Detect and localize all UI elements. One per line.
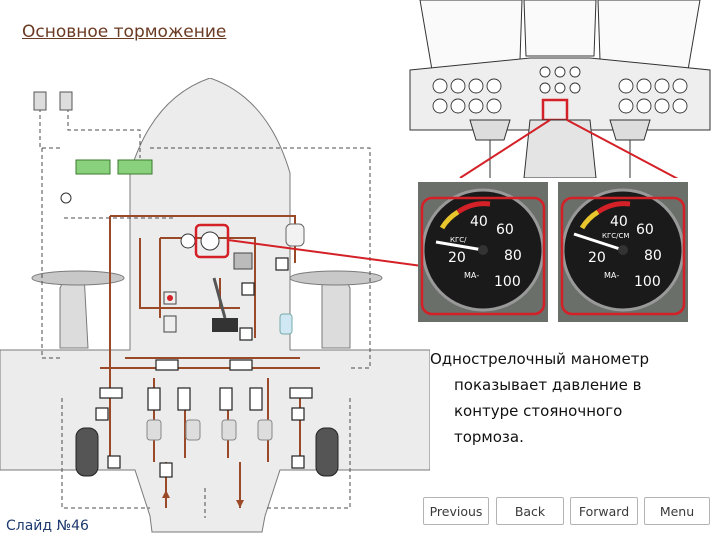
brake-drums: [146, 419, 273, 441]
gauge-unit: КГС/: [450, 236, 467, 244]
gauge-tick-80: 80: [644, 248, 662, 264]
electrical-lines: [39, 108, 371, 518]
gauge-model: МА-: [604, 271, 619, 280]
gauge-tick-40: 40: [610, 214, 628, 230]
gauge-tick-40: 40: [470, 214, 488, 230]
arrow-down: [236, 500, 244, 508]
gauge-tick-20: 20: [588, 250, 606, 266]
caption-text: Однострелочный манометр показывает давле…: [430, 346, 710, 450]
arrow-up: [162, 490, 170, 498]
gauge-tick-20: 20: [448, 250, 466, 266]
gauge-photo-left: 20 40 60 80 100 КГС/ МА-: [418, 182, 548, 322]
round-indicator: [60, 192, 72, 204]
gauge-tick-60: 60: [636, 222, 654, 238]
caption-line-1: Однострелочный манометр: [430, 350, 649, 368]
main-landing-gear: [75, 427, 339, 477]
gauge-needle: [573, 232, 624, 252]
gauge-unit: КГС/СМ: [602, 232, 629, 240]
switch-a: [33, 91, 47, 111]
accumulator: [285, 223, 305, 247]
slide-number: Слайд №46: [6, 518, 89, 534]
gauge-photo-right: 20 40 60 80 100 КГС/СМ МА-: [558, 182, 688, 322]
connector-line: [227, 239, 423, 267]
brake-pressure-gauge-diagram: [200, 231, 220, 251]
indicator-panel-2: [117, 159, 153, 175]
small-switch: [163, 315, 177, 333]
brake-actuators: [95, 257, 313, 478]
caption-line-4: тормоза.: [454, 428, 524, 446]
caption-line-3: контуре стояночного: [454, 402, 623, 420]
previous-button[interactable]: Previous: [423, 497, 489, 525]
reservoir: [279, 313, 293, 335]
small-gauge-left: [180, 233, 196, 249]
slide-title: Основное торможение: [22, 22, 227, 42]
switch-b: [59, 91, 73, 111]
parking-brake-lever: [212, 277, 227, 319]
gauge-tick-100: 100: [634, 274, 661, 290]
gauge-tick-80: 80: [504, 248, 522, 264]
caption-line-2: показывает давление в: [454, 376, 642, 394]
left-propeller: [31, 270, 125, 286]
menu-button[interactable]: Menu: [644, 497, 710, 525]
forward-button[interactable]: Forward: [570, 497, 638, 525]
parking-brake-lever-base: [212, 318, 238, 332]
gauge-needle: [435, 240, 484, 252]
gauge-tick-60: 60: [496, 222, 514, 238]
indicator-panel-1: [75, 159, 111, 175]
red-indicator-light: [167, 295, 173, 301]
gauge-photo-left-frame: [420, 196, 546, 316]
gauge-model: МА-: [464, 271, 479, 280]
back-button[interactable]: Back: [496, 497, 564, 525]
gauge-tick-100: 100: [494, 274, 521, 290]
brake-system-diagram: [0, 78, 430, 533]
brake-valve: [233, 252, 253, 270]
cockpit-illustration: [400, 0, 720, 178]
right-propeller: [289, 270, 383, 286]
gauge-photo-right-frame: [560, 196, 686, 316]
